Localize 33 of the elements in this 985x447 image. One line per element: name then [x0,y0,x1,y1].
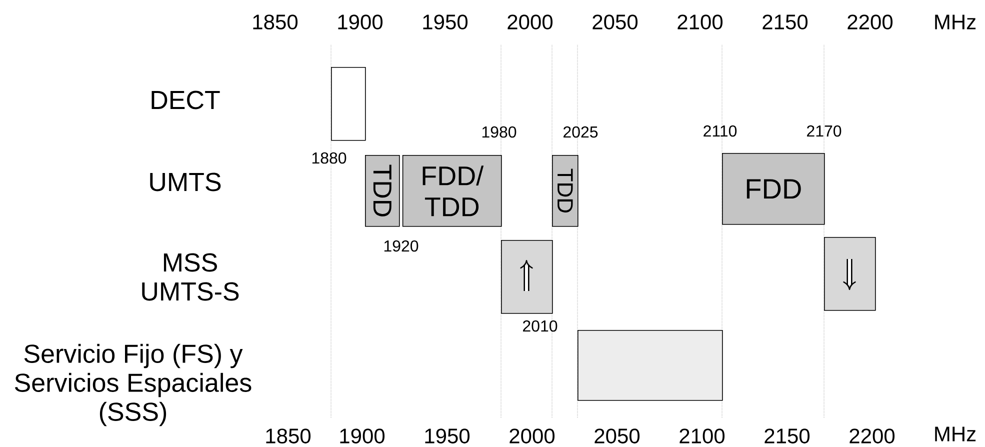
axis-tick-label: 2050 [594,428,640,444]
frequency-label: 1920 [384,240,418,252]
axis-tick-label: 1950 [425,428,470,444]
axis-tick-label: 1950 [423,14,468,30]
axis-tick-label: 2150 [764,428,810,444]
axis-tick-label: 1900 [340,428,385,444]
row-label: Servicio Fijo (FS) y Servicios Espaciales (SSS) [14,344,252,426]
axis-tick-label: 2150 [762,14,808,30]
row-label: DECT [152,90,220,110]
band-box: TDD [365,155,400,227]
band-box: FDD [722,153,825,225]
axis-tick-label: 2100 [680,428,725,444]
axis-tick-label: 2000 [508,14,553,30]
axis-tick-label: 2200 [848,14,893,30]
frequency-label: 1880 [312,152,346,164]
empty-band-box [824,237,876,311]
band-box: TDD [552,155,578,227]
axis-tick-label: 1850 [266,428,311,444]
axis-tick-label: 2050 [592,14,638,30]
frequency-label: 2170 [807,125,842,137]
axis-unit: MHz [935,426,976,442]
axis-tick-label: 2200 [850,428,895,444]
band-box: FDD/ TDD [402,155,502,227]
frequency-label: 2010 [523,320,558,332]
axis-tick-label: 2100 [678,14,723,30]
frequency-label: 1980 [482,126,516,138]
axis-tick-label: 1900 [338,14,383,30]
row-label: UMTS [150,172,221,192]
empty-band-box [501,240,553,314]
empty-band-box [578,330,723,401]
empty-band-box [331,67,366,141]
row-label: MSS UMTS-S [142,253,239,301]
axis-unit: MHz [935,14,976,30]
